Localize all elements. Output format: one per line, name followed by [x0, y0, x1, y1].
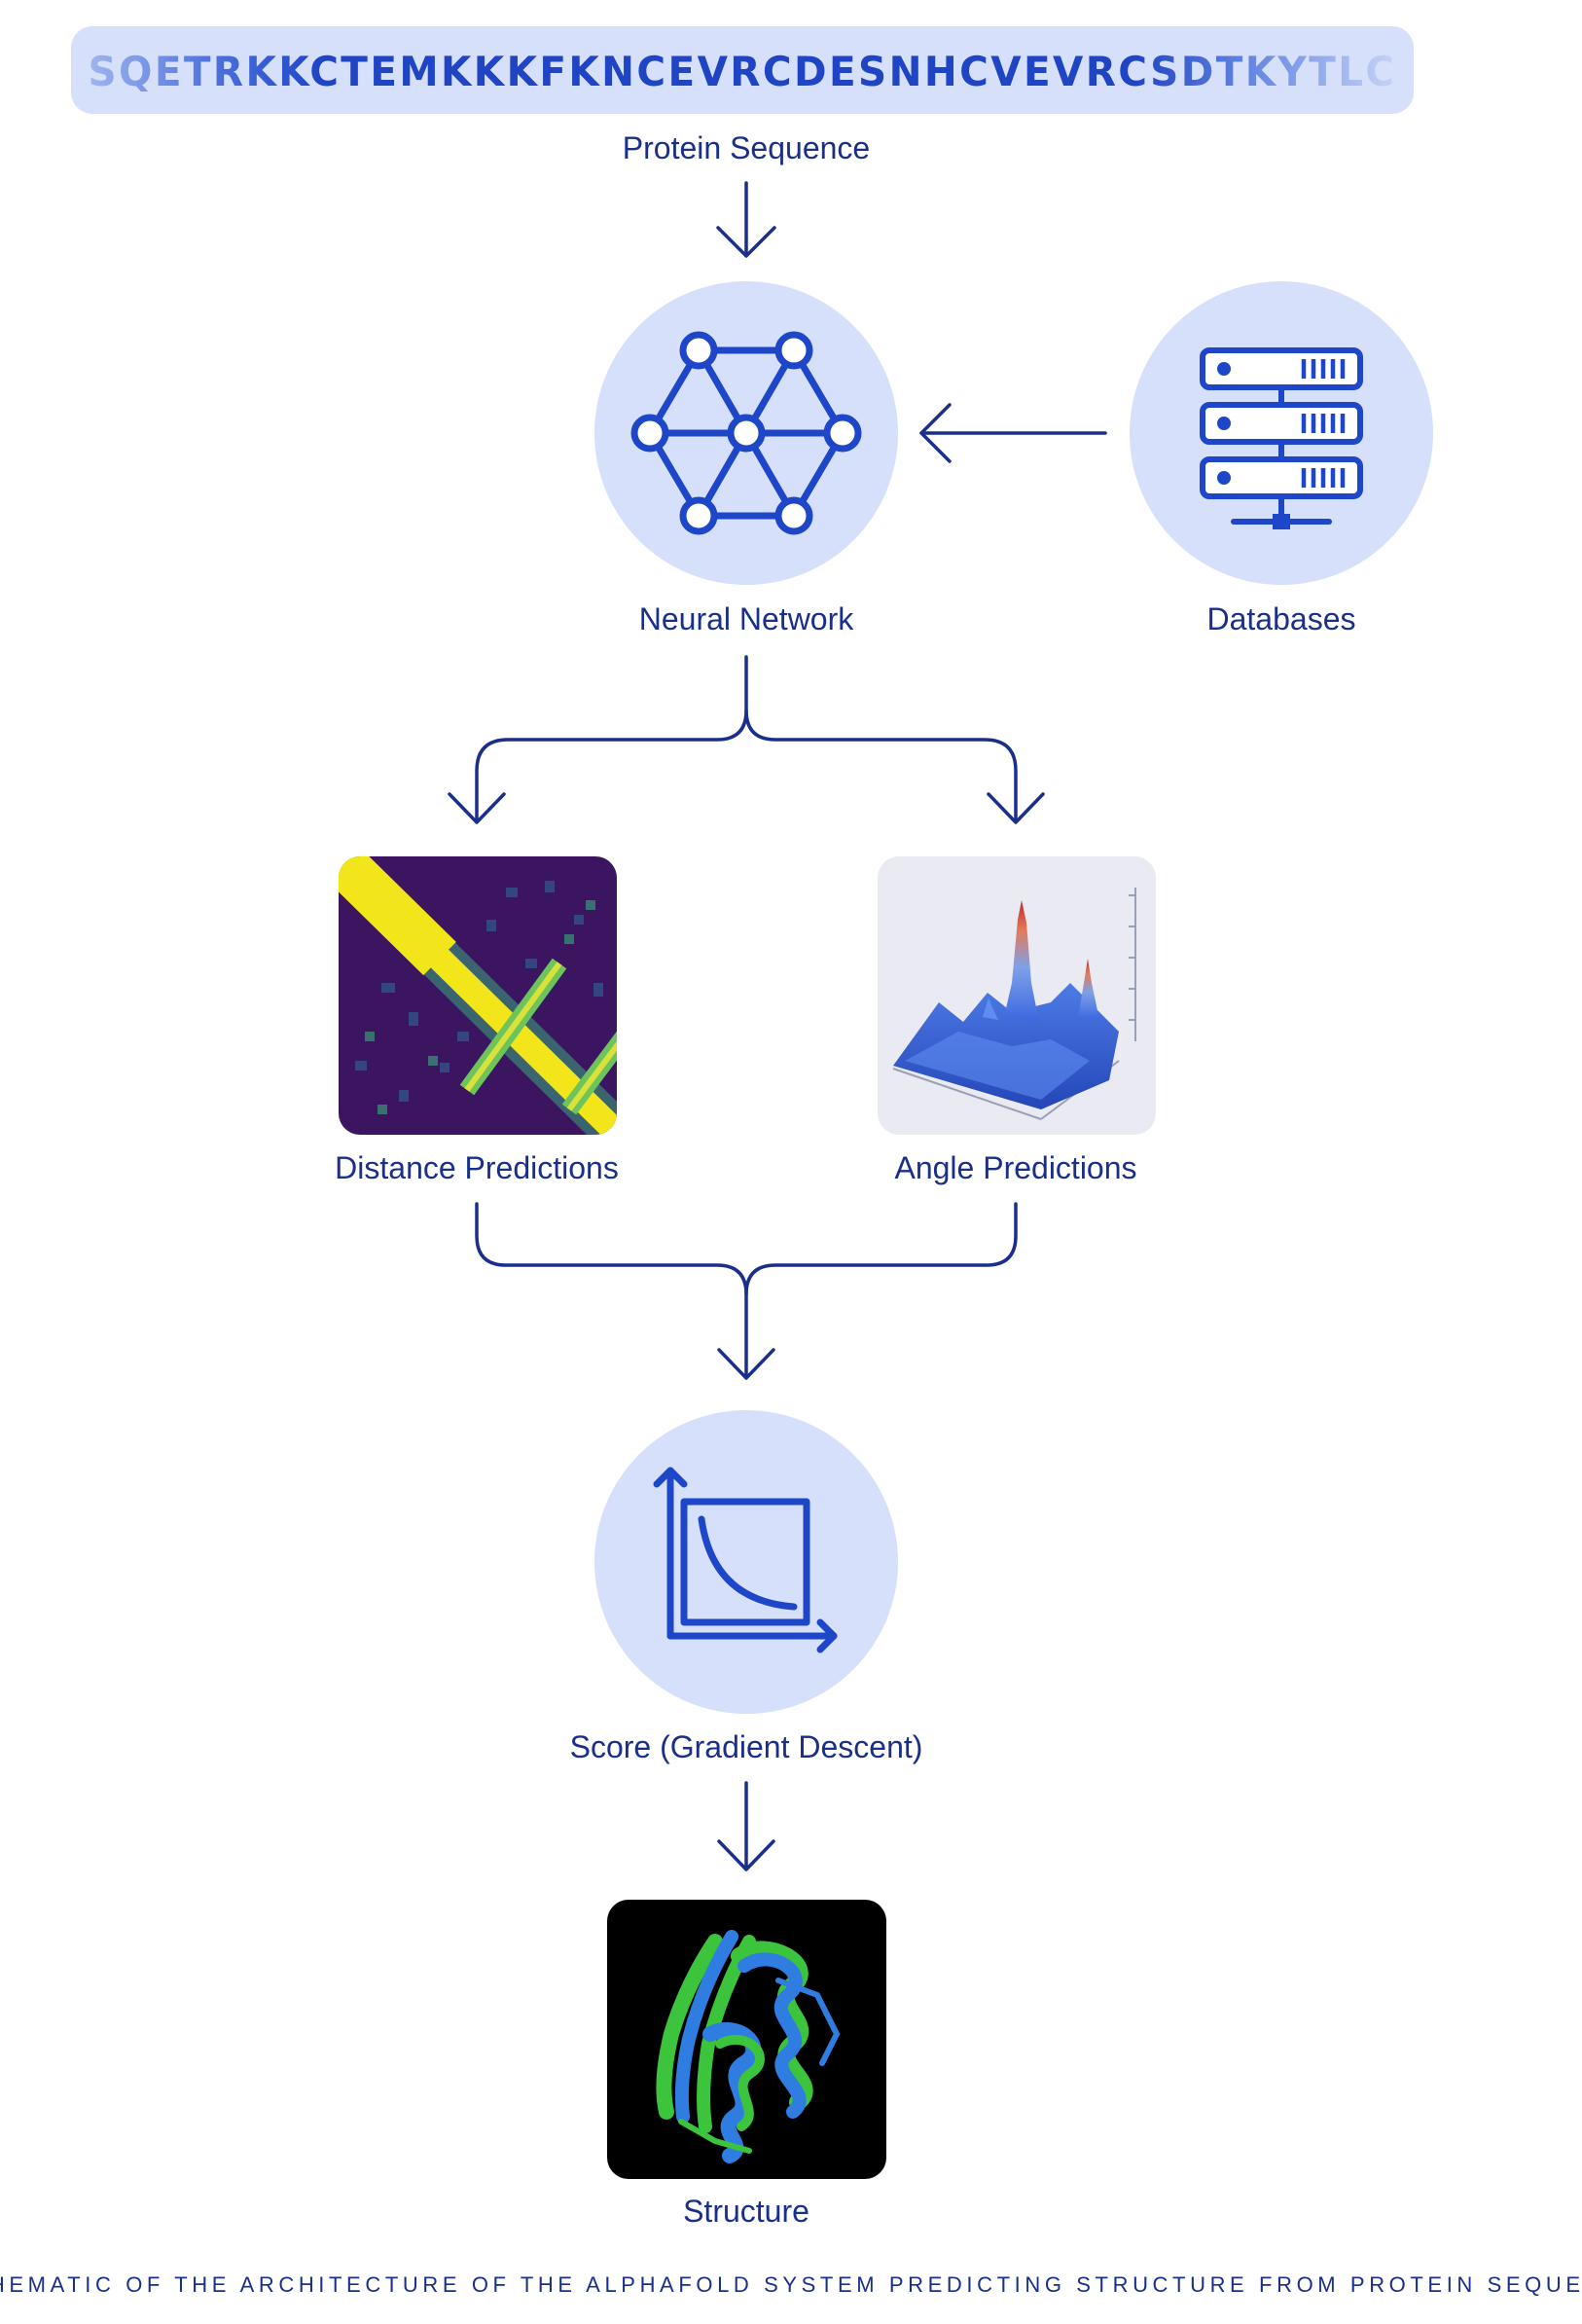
protein-sequence-text: SQETRKKCTEMKKKFKNCEVRCDESNHCVEVRCSDTKYTL… — [89, 48, 1397, 95]
score-circle — [594, 1410, 898, 1714]
sequence-bar: SQETRKKCTEMKKKFKNCEVRCDESNHCVEVRCSDTKYTL… — [71, 26, 1414, 114]
connector-merge-to-score — [475, 1202, 1018, 1380]
protein-sequence-label: Protein Sequence — [623, 130, 870, 165]
connector-network-split — [448, 655, 1045, 824]
structure-image — [607, 1900, 886, 2179]
databases-node — [1130, 281, 1433, 585]
arrow-sequence-to-network — [716, 181, 776, 258]
arrow-databases-to-network — [919, 403, 1107, 463]
score-node — [594, 1410, 898, 1714]
angle-predictions-label: Angle Predictions — [894, 1150, 1136, 1185]
arrow-score-to-structure — [717, 1781, 775, 1871]
structure-label: Structure — [683, 2194, 809, 2229]
databases-label: Databases — [1207, 601, 1356, 636]
neural-network-icon — [630, 331, 862, 535]
neural-network-label: Neural Network — [639, 601, 855, 636]
distance-predictions-label: Distance Predictions — [335, 1150, 619, 1185]
sequence-bar-background — [71, 26, 1414, 114]
distance-predictions-image — [339, 856, 617, 1135]
neural-network-node — [594, 281, 898, 585]
figure-caption: A SCHEMATIC OF THE ARCHITECTURE OF THE A… — [0, 2272, 1582, 2297]
angle-predictions-image — [878, 856, 1156, 1135]
score-label: Score (Gradient Descent) — [570, 1729, 923, 1764]
server-rack-icon — [1200, 347, 1363, 529]
gradient-descent-curve-icon — [653, 1467, 838, 1653]
